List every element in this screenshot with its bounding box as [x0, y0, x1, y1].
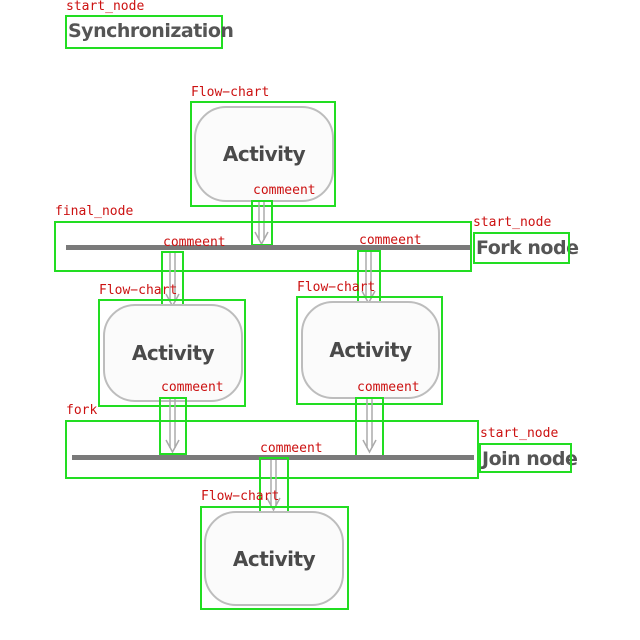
box-comment-6 — [259, 457, 289, 513]
activity-text-4: Activity — [232, 546, 316, 571]
activity-text-1: Activity — [222, 142, 306, 166]
arrow-activity3-to-join — [362, 398, 377, 454]
box-fork — [65, 420, 479, 479]
activity-text-2: Activity — [131, 341, 215, 365]
fork-node-text: Fork node — [476, 237, 579, 259]
fork-bar — [66, 245, 470, 250]
box-flow-chart-2 — [98, 299, 246, 407]
label-comment-2: commeent — [163, 235, 226, 250]
label-start-node-fork: start_node — [473, 215, 552, 230]
activity-node-2: Activity — [103, 304, 243, 402]
box-start-node-join — [479, 443, 572, 473]
label-start-node-sync: start_node — [66, 0, 145, 14]
box-flow-chart-3 — [296, 296, 443, 405]
arrow-join-to-activity4 — [266, 460, 281, 512]
label-final-node: final_node — [55, 204, 134, 219]
label-flow-chart-4: Flow−chart — [201, 489, 280, 504]
join-node-text: Join node — [482, 448, 578, 470]
label-start-node-join: start_node — [480, 426, 559, 441]
label-comment-3: commeent — [359, 233, 422, 248]
label-comment-6: commeent — [260, 441, 323, 456]
box-final-node — [54, 221, 472, 272]
label-comment-5: commeent — [357, 380, 420, 395]
label-flow-chart-1: Flow−chart — [191, 85, 270, 100]
synchronization-text: Synchronization — [68, 20, 234, 42]
label-flow-chart-2: Flow−chart — [99, 283, 178, 298]
box-comment-4 — [159, 397, 187, 455]
activity-node-4: Activity — [204, 511, 344, 606]
activity-text-3: Activity — [329, 338, 412, 362]
box-start-node-fork — [473, 232, 570, 264]
box-flow-chart-1 — [190, 101, 336, 207]
label-fork: fork — [66, 403, 98, 418]
arrow-activity2-to-join — [165, 398, 180, 454]
label-comment-1: commeent — [253, 183, 316, 198]
label-comment-4: commeent — [161, 380, 224, 395]
label-flow-chart-3: Flow−chart — [297, 280, 376, 295]
box-flow-chart-4 — [200, 506, 349, 610]
box-start-node-sync — [65, 15, 223, 49]
